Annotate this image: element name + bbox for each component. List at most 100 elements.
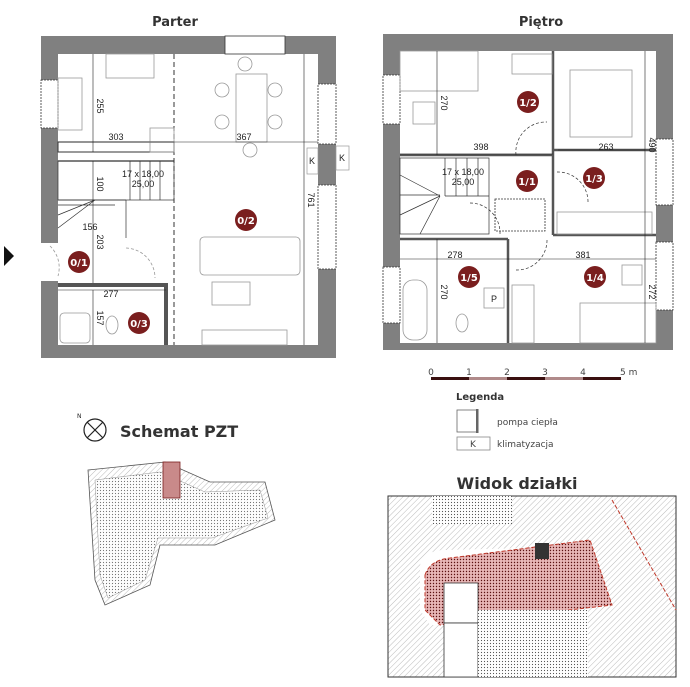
dimension-label: 203 <box>95 234 105 249</box>
legend-title: Legenda <box>456 392 504 403</box>
dimension-label: 490 <box>647 137 657 152</box>
tv-cabinet <box>201 329 288 346</box>
air-conditioning-unit <box>306 147 319 175</box>
room-badge-1-4[interactable]: 1/4 <box>584 266 606 288</box>
svg-text:1/5: 1/5 <box>460 273 478 284</box>
dimension-label: 100 <box>95 176 105 191</box>
dimension-label: 156 <box>82 222 97 232</box>
window <box>382 74 401 125</box>
sink-counter <box>57 77 83 131</box>
dimension-label: 157 <box>95 310 105 325</box>
stair-spec: 25,00 <box>132 179 155 189</box>
entrance-opening <box>41 243 58 281</box>
door-swing <box>125 247 156 279</box>
window <box>317 184 337 270</box>
heat-pump-icon <box>456 409 479 433</box>
staircase <box>399 157 490 235</box>
window <box>317 83 337 145</box>
dimension-label: 263 <box>598 142 613 152</box>
bed <box>399 50 479 92</box>
north-arrow-icon: N <box>77 413 107 442</box>
toilet <box>455 313 469 333</box>
dimension-label: 278 <box>447 250 462 260</box>
stair-spec: 17 x 18,00 <box>122 169 164 179</box>
staircase <box>57 160 175 238</box>
window <box>655 241 674 311</box>
svg-text:2: 2 <box>504 368 510 378</box>
svg-text:K: K <box>309 156 315 166</box>
inner-wall <box>164 283 168 345</box>
coffee-table <box>211 281 251 306</box>
dimension-label: 255 <box>95 98 105 113</box>
svg-text:1/1: 1/1 <box>518 177 536 188</box>
site-plan-schematic: N Schemat PZT <box>77 413 276 606</box>
room-badge-0-2[interactable]: 0/2 <box>235 209 257 231</box>
plot-highlight <box>162 461 181 499</box>
entrance-door-swing <box>49 245 60 277</box>
svg-text:0/3: 0/3 <box>130 319 148 330</box>
window <box>40 79 59 129</box>
building-outline <box>535 543 549 559</box>
svg-text:1/3: 1/3 <box>585 174 603 185</box>
site-plan-title: Schemat PZT <box>120 422 238 441</box>
legend-label: klimatyzacja <box>497 440 554 450</box>
dimension-label: 398 <box>473 142 488 152</box>
ground-floor-title: Parter <box>152 15 198 30</box>
svg-text:0/2: 0/2 <box>237 216 255 227</box>
dimension-label: 761 <box>306 192 316 207</box>
dimension-label: 381 <box>575 250 590 260</box>
room-badge-1-5[interactable]: 1/5 <box>458 266 480 288</box>
sofa <box>199 236 301 276</box>
counter <box>149 127 175 153</box>
legend-label: pompa ciepła <box>497 418 558 428</box>
room-badge-0-3[interactable]: 0/3 <box>128 312 150 334</box>
wardrobe <box>556 211 653 235</box>
heat-pump-unit <box>483 287 505 309</box>
wardrobe <box>511 284 535 344</box>
dimension-label: 270 <box>439 95 449 110</box>
attic-hatch <box>494 198 546 232</box>
window <box>655 138 674 206</box>
desk-chair <box>412 101 436 125</box>
outer-walls <box>41 36 336 358</box>
svg-text:N: N <box>77 413 82 420</box>
building-outline <box>443 582 479 624</box>
wardrobe <box>511 53 553 75</box>
inner-wall <box>57 141 175 153</box>
room-badge-1-1[interactable]: 1/1 <box>516 170 538 192</box>
window <box>224 35 286 55</box>
desk-chair <box>621 264 643 286</box>
svg-text:1/2: 1/2 <box>519 98 537 109</box>
inner-wall <box>58 283 166 287</box>
ground-floor-plan: Parter 17 x 18,00 2 <box>4 15 350 358</box>
plot-view-title: Widok działki <box>457 474 578 493</box>
svg-text:5 m: 5 m <box>620 368 637 378</box>
toilet <box>105 315 119 335</box>
room-badge-0-1[interactable]: 0/1 <box>68 251 90 273</box>
dimension-label: 367 <box>236 132 251 142</box>
shower <box>59 312 91 344</box>
air-conditioning-unit-outdoor <box>335 145 350 171</box>
bed <box>579 302 657 344</box>
double-bed <box>569 69 633 138</box>
svg-text:P: P <box>491 294 497 304</box>
svg-text:0/1: 0/1 <box>70 258 88 269</box>
window <box>382 266 401 324</box>
room-badge-1-3[interactable]: 1/3 <box>583 167 605 189</box>
svg-text:K: K <box>470 440 477 450</box>
dimension-label: 303 <box>108 132 123 142</box>
cooktop <box>105 53 155 79</box>
air-conditioning-icon: K <box>456 436 491 451</box>
dimension-label: 277 <box>103 289 118 299</box>
first-floor-plan: Piętro 17 x 18,00 25,00 P <box>382 15 674 350</box>
legend: Legenda pompa ciepła K klimatyzacja <box>456 392 558 451</box>
svg-text:3: 3 <box>542 368 548 378</box>
svg-text:1/4: 1/4 <box>586 273 604 284</box>
svg-text:0: 0 <box>428 368 434 378</box>
svg-text:1: 1 <box>466 368 472 378</box>
room-badge-1-2[interactable]: 1/2 <box>517 91 539 113</box>
stair-spec: 17 x 18,00 <box>442 167 484 177</box>
dimension-label: 272 <box>647 284 657 299</box>
bathtub <box>402 279 428 341</box>
